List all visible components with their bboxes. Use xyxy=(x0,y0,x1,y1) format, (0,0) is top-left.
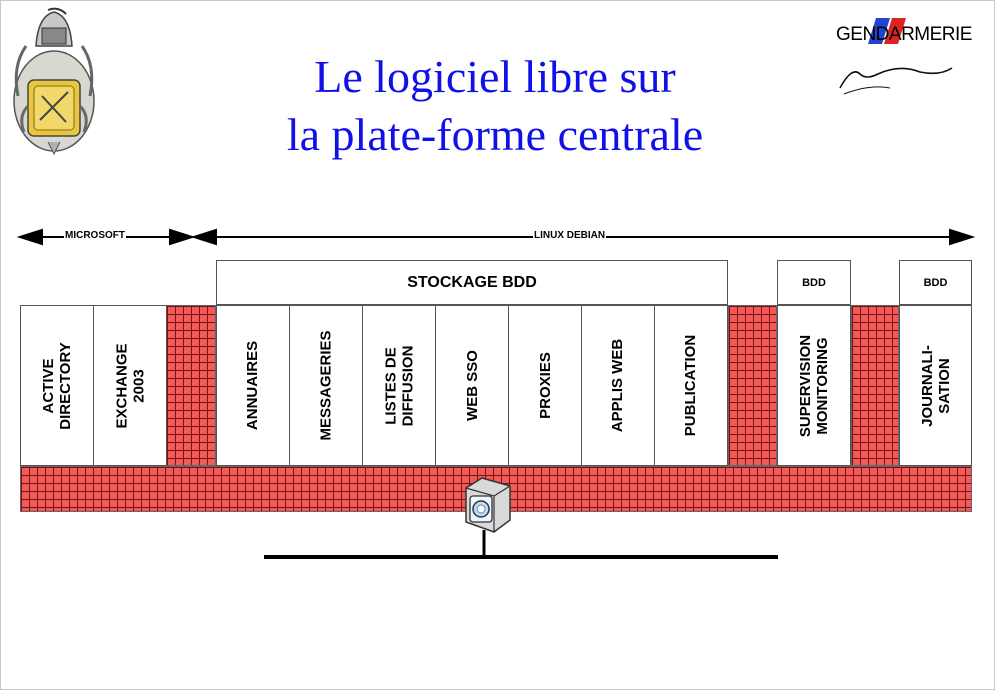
grid-separator xyxy=(851,305,899,466)
column-messageries: MESSAGERIES xyxy=(289,305,363,466)
column-proxies: PROXIES xyxy=(508,305,582,466)
column-label: PROXIES xyxy=(536,352,554,419)
column-label: EXCHANGE 2003 xyxy=(113,342,148,429)
column-label: MESSAGERIES xyxy=(317,330,335,441)
stockage-bdd-label: STOCKAGE BDD xyxy=(407,273,537,291)
column-label: ANNUAIRES xyxy=(244,340,262,431)
column-label: LISTES DE DIFFUSION xyxy=(382,345,416,426)
column-label: APPLIS WEB xyxy=(609,338,627,433)
gendarmerie-crest-icon xyxy=(13,7,95,156)
network-hub-icon xyxy=(465,477,511,533)
stockage-bdd-box: STOCKAGE BDD xyxy=(216,260,728,305)
gendarmerie-logo xyxy=(839,18,953,95)
title-line-2: la plate-forme centrale xyxy=(286,109,704,160)
column-supervision-monitoring: SUPERVISION MONITORING xyxy=(777,305,851,466)
column-listes-de-diffusion: LISTES DE DIFFUSION xyxy=(362,305,436,466)
column-label: SUPERVISION MONITORING xyxy=(797,334,832,437)
column-exchange-2003: EXCHANGE 2003 xyxy=(93,305,167,466)
column-label: WEB SSO xyxy=(463,350,481,421)
bdd-label: BDD xyxy=(923,276,948,289)
linux-label: LINUX DEBIAN xyxy=(533,230,607,242)
column-label: ACTIVE DIRECTORY xyxy=(40,341,75,430)
bdd-label: BDD xyxy=(802,276,826,289)
column-active-directory: ACTIVE DIRECTORY xyxy=(20,305,94,466)
column-annuaires: ANNUAIRES xyxy=(216,305,290,466)
microsoft-label: MICROSOFT xyxy=(64,230,126,242)
slide-title: Le logiciel libre sur la plate-forme cen… xyxy=(200,48,790,164)
column-label: PUBLICATION xyxy=(682,334,700,437)
grid-separator xyxy=(728,305,777,466)
column-applis-web: APPLIS WEB xyxy=(581,305,655,466)
grid-separator xyxy=(166,305,216,466)
column-publication: PUBLICATION xyxy=(654,305,728,466)
column-label: JOURNALI- SATION xyxy=(918,344,953,427)
title-line-1: Le logiciel libre sur xyxy=(314,51,676,102)
column-journalisation: JOURNALI- SATION xyxy=(899,305,972,466)
bdd-box-journalisation: BDD xyxy=(899,260,972,305)
column-web-sso: WEB SSO xyxy=(435,305,509,466)
logo-text: GENDARMERIE xyxy=(836,24,972,45)
bdd-box-supervision: BDD xyxy=(777,260,851,305)
